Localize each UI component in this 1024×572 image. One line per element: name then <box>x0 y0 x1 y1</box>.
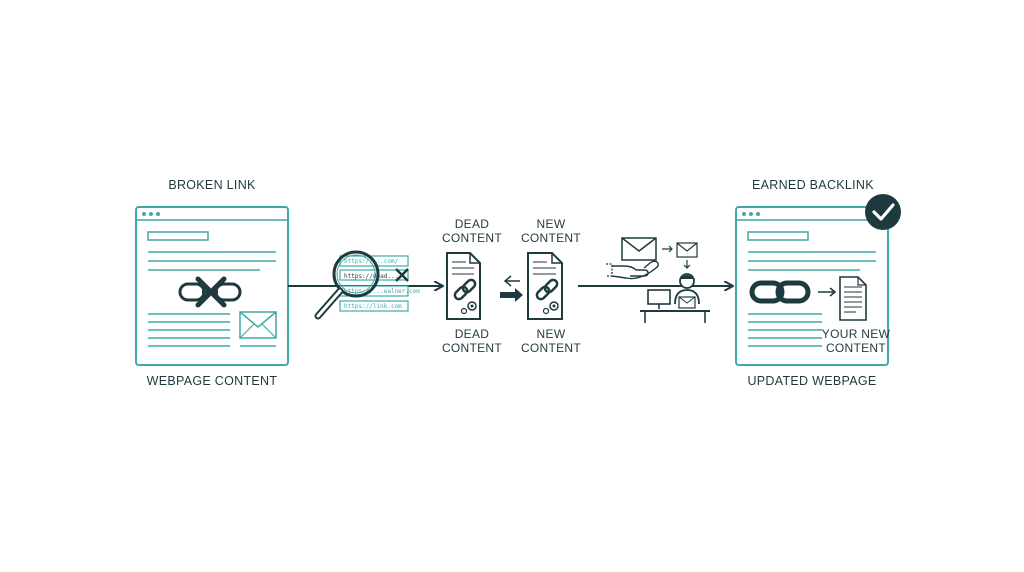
magnifier-icon <box>314 250 380 320</box>
left-browser-window <box>135 206 289 366</box>
envelope-icon <box>239 311 277 339</box>
x-mark-icon <box>195 276 227 308</box>
your-new-content-document-icon <box>839 276 867 321</box>
dead-content-bottom-label: DEAD CONTENT <box>441 327 503 355</box>
send-arrow-icon <box>662 245 673 253</box>
broken-chain-icon <box>178 282 242 302</box>
hand-icon <box>606 260 659 280</box>
search-result-url-3: https://...ealner.com <box>344 288 420 295</box>
broken-link-label: BROKEN LINK <box>168 178 256 192</box>
arrow-left-icon <box>503 275 520 287</box>
search-result-url-1: https://...com/ <box>344 258 399 265</box>
search-result-url-4: https://link.com <box>344 303 402 310</box>
dead-content-document-icon <box>446 252 481 320</box>
new-content-top-label: NEW CONTENT <box>520 217 582 245</box>
your-new-content-label: YOUR NEW CONTENT <box>821 327 891 355</box>
arrow-right-icon <box>500 288 523 302</box>
small-envelope-icon <box>676 242 698 269</box>
new-content-document-icon <box>527 252 563 320</box>
outreach-envelope-icon <box>621 237 657 261</box>
search-result-url-2: https://dead... <box>344 273 398 280</box>
person-at-desk-icon <box>640 273 710 323</box>
updated-webpage-label: UPDATED WEBPAGE <box>747 374 877 388</box>
right-browser-window <box>735 206 889 366</box>
dead-content-top-label: DEAD CONTENT <box>441 217 503 245</box>
chain-link-icon <box>749 280 811 304</box>
search-results-list: https://...com/ https://dead... https://… <box>339 255 420 312</box>
new-content-bottom-label: NEW CONTENT <box>520 327 582 355</box>
earned-backlink-label: EARNED BACKLINK <box>752 178 874 192</box>
webpage-content-label: WEBPAGE CONTENT <box>146 374 278 388</box>
result-x-mark-icon <box>395 268 409 282</box>
check-badge-icon <box>865 194 901 230</box>
link-arrow-icon <box>818 287 837 297</box>
